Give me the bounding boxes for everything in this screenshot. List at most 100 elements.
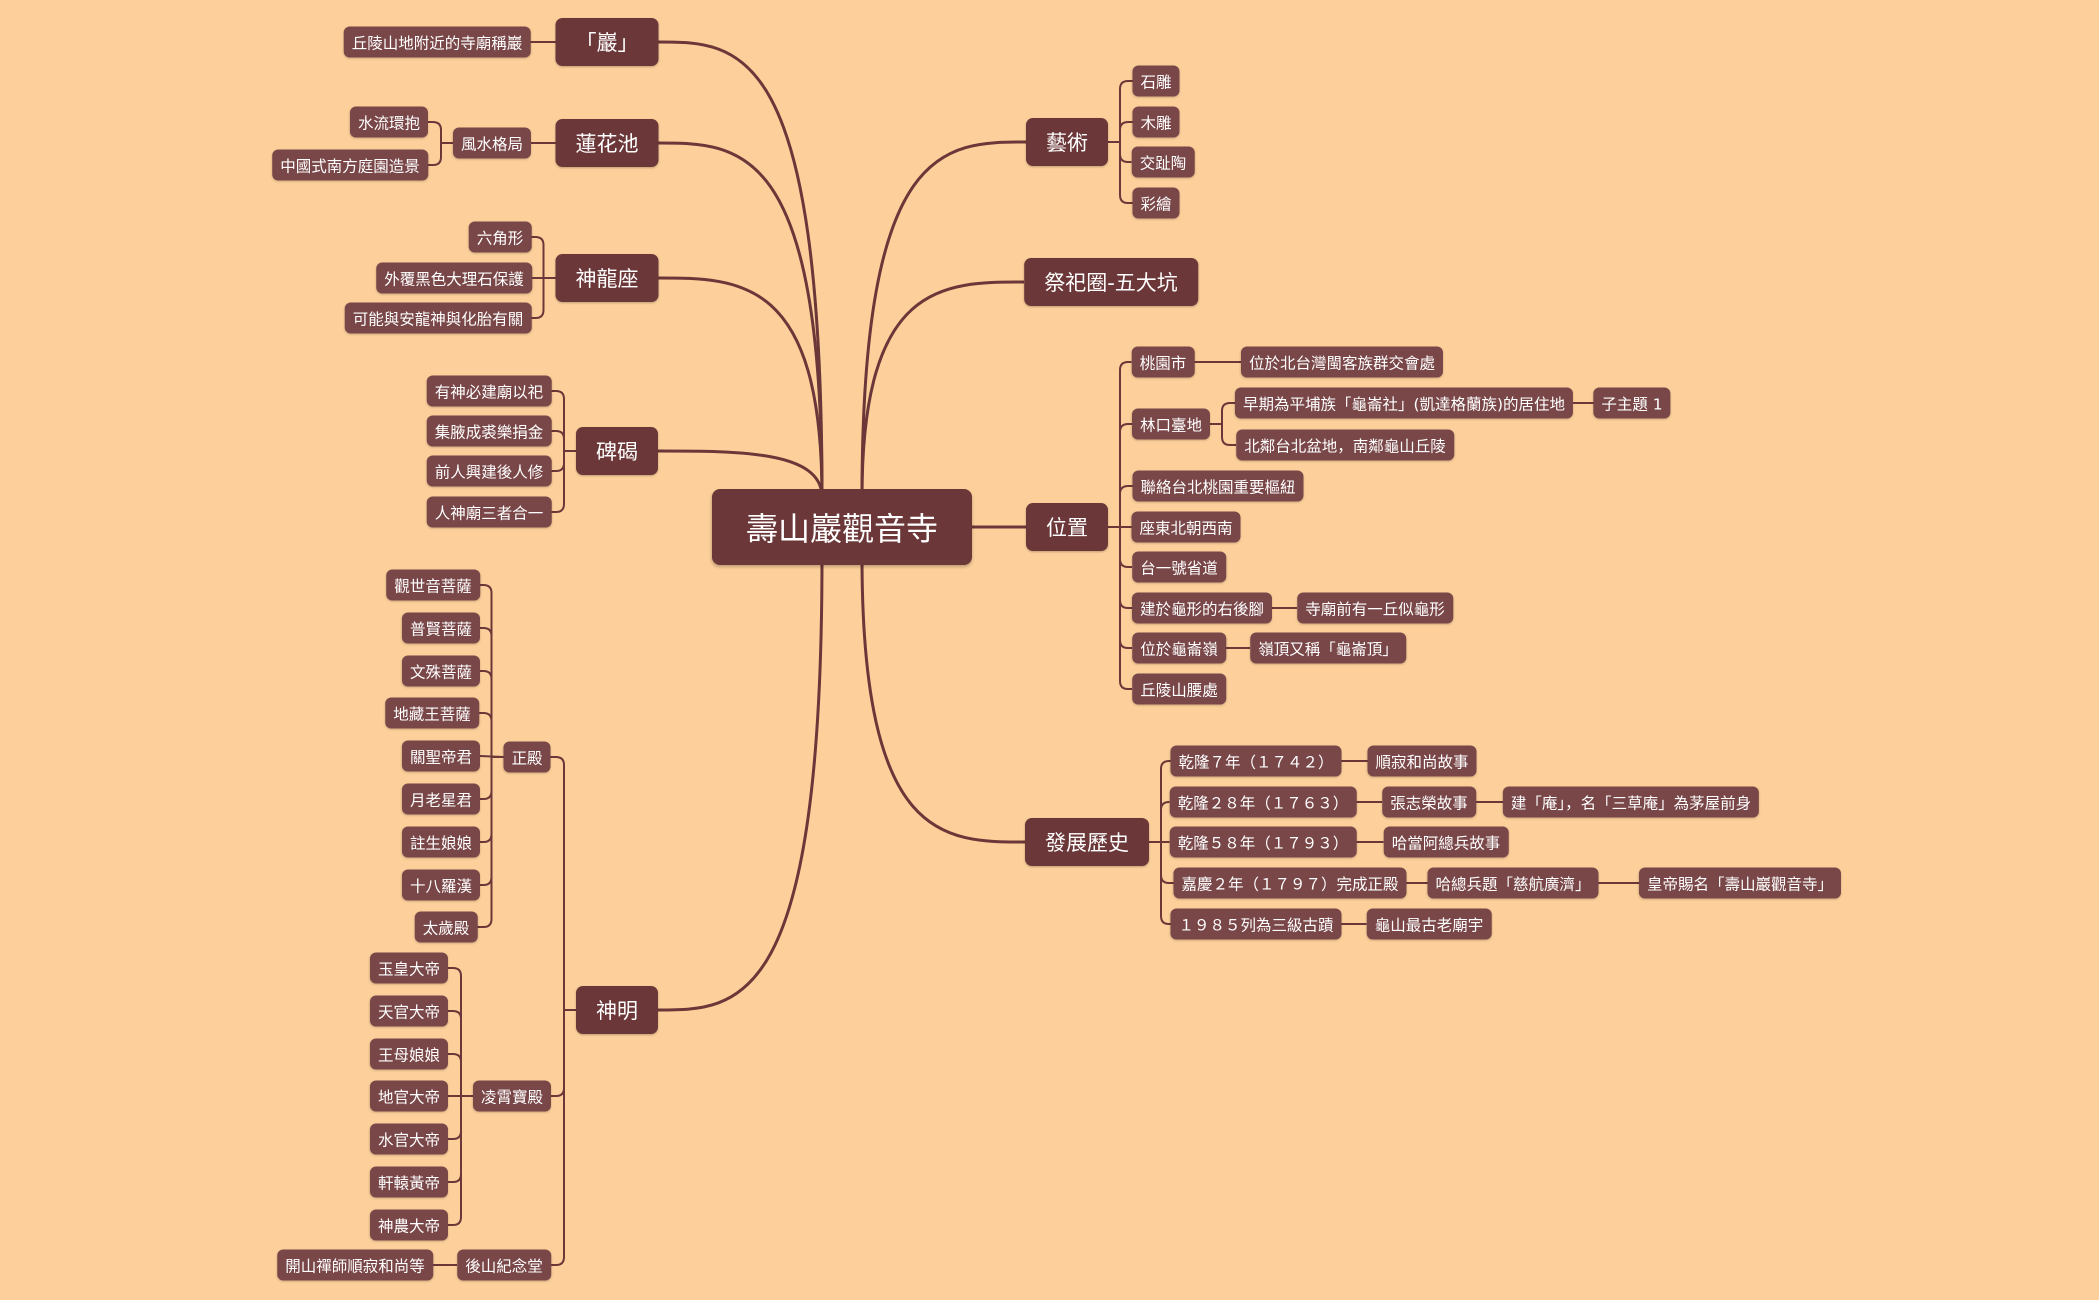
connector-line [428,142,453,166]
deity-puxian[interactable]: 普賢菩薩 [401,612,481,644]
connector-line [1210,402,1235,425]
topic-stele-2[interactable]: 集腋成裘樂捐金 [426,415,552,447]
connector-line [658,40,824,498]
loc-turtle-leg[interactable]: 建於龜形的右後腳 [1131,592,1273,624]
branch-history[interactable]: 發展歷史 [1025,818,1149,866]
connector-line [860,556,1026,844]
loc-turtle-hill[interactable]: 寺廟前有一丘似龜形 [1297,592,1453,624]
topic-main-hall[interactable]: 正殿 [503,741,551,773]
loc-pingpu[interactable]: 早期為平埔族「龜崙社」(凱達格蘭族)的居住地 [1234,387,1574,419]
topic-memorial-hall[interactable]: 後山紀念堂 [457,1249,551,1281]
topic-stele-1[interactable]: 有神必建廟以祀 [426,375,552,407]
art-stone-carving[interactable]: 石雕 [1132,65,1180,97]
loc-highway[interactable]: 台一號省道 [1132,551,1226,583]
deity-guansheng[interactable]: 關聖帝君 [401,740,481,772]
deity-jade-emperor[interactable]: 玉皇大帝 [369,952,449,984]
connector-line [657,556,824,1012]
loc-hillside[interactable]: 丘陵山腰處 [1132,673,1226,705]
loc-orientation[interactable]: 座東北朝西南 [1131,511,1241,543]
branch-stele[interactable]: 碑碣 [576,427,658,475]
connector-line [1108,485,1133,528]
art-wood-carving[interactable]: 木雕 [1132,106,1180,138]
deity-diguan[interactable]: 地官大帝 [369,1080,449,1112]
topic-water-embrace[interactable]: 水流環抱 [349,106,429,138]
branch-lotus-pond[interactable]: 蓮花池 [555,119,659,167]
branch-yan[interactable]: 「巖」 [555,18,659,66]
connector-line [658,141,824,498]
topic-anlong[interactable]: 可能與安龍神與化胎有關 [344,302,532,334]
deity-taisui[interactable]: 太歲殿 [414,911,478,943]
connector-line [477,756,504,928]
hist-1797-inscription[interactable]: 哈總兵題「慈航廣濟」 [1427,867,1599,899]
deity-wenshu[interactable]: 文殊菩薩 [401,655,481,687]
connector-line [448,1053,473,1097]
branch-dragon-seat[interactable]: 神龍座 [555,254,659,302]
art-painting[interactable]: 彩繪 [1132,187,1180,219]
loc-taoyuan[interactable]: 桃園市 [1131,346,1195,378]
branch-worship-circle[interactable]: 祭祀圈-五大坑 [1024,258,1198,306]
topic-founding-monk[interactable]: 開山禪師順寂和尚等 [277,1249,433,1281]
hist-1797[interactable]: 嘉慶２年（１７９７）完成正殿 [1173,867,1407,899]
branch-location[interactable]: 位置 [1026,503,1108,551]
hist-1763-story[interactable]: 張志榮故事 [1382,786,1476,818]
topic-black-marble[interactable]: 外覆黑色大理石保護 [376,262,532,294]
connector-line [1108,80,1133,143]
hist-1985[interactable]: １９８５列為三級古蹟 [1170,908,1342,940]
deity-zhusheng[interactable]: 註生娘娘 [401,826,481,858]
connector-line [1108,141,1133,204]
connector-line [657,449,824,498]
deity-dizang[interactable]: 地藏王菩薩 [385,697,479,729]
hist-1763[interactable]: 乾隆２８年（１７６３） [1169,786,1357,818]
hist-1742[interactable]: 乾隆７年（１７４２） [1170,745,1342,777]
hist-1742-story[interactable]: 順寂和尚故事 [1367,745,1477,777]
topic-lingxiao-hall[interactable]: 凌霄寶殿 [472,1080,552,1112]
topic-garden-style[interactable]: 中國式南方庭園造景 [272,149,428,181]
root-node[interactable]: 壽山巖觀音寺 [711,489,973,565]
loc-guilun-ridge[interactable]: 位於龜崙嶺 [1132,632,1226,664]
loc-guilun-top[interactable]: 嶺頂又稱「龜崙頂」 [1250,632,1406,664]
connector-line [1149,801,1170,843]
connector-line [1108,423,1132,528]
connector-line [448,967,473,1097]
branch-deities[interactable]: 神明 [576,986,658,1034]
connector-line [860,280,1025,498]
loc-subtopic-1[interactable]: 子主題 1 [1593,387,1671,419]
connector-line [448,1095,473,1226]
connector-line [551,430,576,452]
connector-line [531,277,556,319]
loc-linkou[interactable]: 林口臺地 [1131,408,1211,440]
hist-1985-oldest[interactable]: 龜山最古老廟宇 [1366,908,1492,940]
deity-eighteen-arhats[interactable]: 十八羅漢 [401,869,481,901]
branch-arts[interactable]: 藝術 [1026,118,1108,166]
hist-1797-imperial-name[interactable]: 皇帝賜名「壽山巖觀音寺」 [1638,867,1842,899]
loc-hub[interactable]: 聯絡台北桃園重要樞紐 [1132,470,1304,502]
deity-shennong[interactable]: 神農大帝 [369,1209,449,1241]
topic-fengshui[interactable]: 風水格局 [452,127,532,159]
connector-line [1149,841,1171,925]
deity-shuiguan[interactable]: 水官大帝 [369,1123,449,1155]
connector-line [551,390,576,452]
hist-1763-hut[interactable]: 建「庵」，名「三草庵」為茅屋前身 [1502,786,1760,818]
hist-1793[interactable]: 乾隆５８年（１７９３） [1169,826,1357,858]
connector-line [480,670,504,758]
topic-stele-3[interactable]: 前人興建後人修 [426,455,552,487]
art-koji-pottery[interactable]: 交趾陶 [1131,146,1195,178]
connector-line [479,712,504,758]
deity-xuanyuan[interactable]: 軒轅黃帝 [369,1166,449,1198]
connector-line [551,450,576,513]
hist-1793-story[interactable]: 哈當阿總兵故事 [1383,826,1509,858]
topic-stele-4[interactable]: 人神廟三者合一 [426,496,552,528]
loc-taoyuan-detail[interactable]: 位於北台灣閩客族群交會處 [1240,346,1444,378]
connector-line [550,756,576,1011]
deity-tianguan[interactable]: 天官大帝 [369,995,449,1027]
connector-line [1108,121,1133,143]
loc-basin[interactable]: 北鄰台北盆地，南鄰龜山丘陵 [1236,429,1454,461]
topic-yan-definition[interactable]: 丘陵山地附近的寺廟稱巖 [343,26,531,58]
deity-yuelao[interactable]: 月老星君 [401,783,481,815]
connector-line [1210,423,1236,446]
deity-wangmu[interactable]: 王母娘娘 [369,1038,449,1070]
deity-guanyin[interactable]: 觀世音菩薩 [386,569,480,601]
topic-hexagon[interactable]: 六角形 [468,221,532,253]
